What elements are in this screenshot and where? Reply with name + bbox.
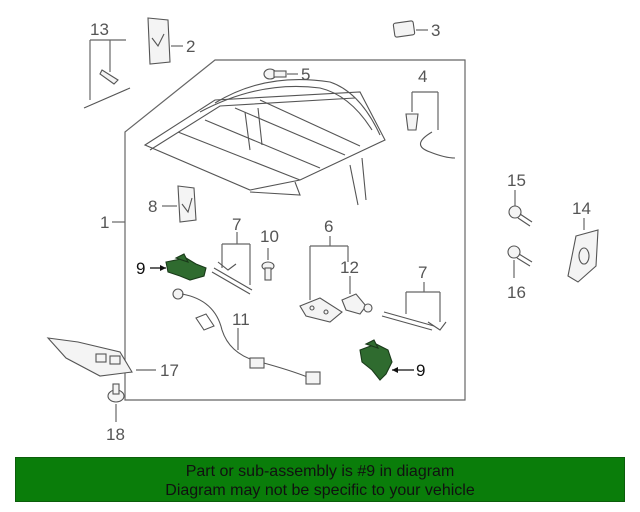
callout-6: 6 <box>324 217 333 236</box>
callout-3: 3 <box>431 21 440 40</box>
part-5-screw <box>263 68 298 80</box>
assembly-outline <box>124 59 466 401</box>
part-9-left-hinge <box>150 253 207 281</box>
callout-12: 12 <box>340 258 359 277</box>
callout-9-right: 9 <box>416 361 425 380</box>
callout-16: 16 <box>507 283 526 302</box>
exploded-parts-diagram: 2 3 4 5 13 1 8 <box>46 17 599 444</box>
part-6-bracket <box>299 236 349 323</box>
info-banner: Part or sub-assembly is #9 in diagram Di… <box>15 457 625 502</box>
callout-10: 10 <box>260 227 279 246</box>
part-2-pouch <box>147 17 183 65</box>
part-10-screw <box>261 248 275 281</box>
part-13-rod <box>83 39 131 109</box>
callout-9-left: 9 <box>136 259 145 278</box>
callout-17: 17 <box>160 361 179 380</box>
part-12-clip <box>341 276 373 315</box>
part-8-pouch <box>162 185 197 223</box>
banner-line-1: Part or sub-assembly is #9 in diagram <box>185 463 455 480</box>
part-17-bracket <box>46 337 156 377</box>
part-7-left-rod <box>211 232 253 295</box>
part-4-cable <box>405 91 456 159</box>
callout-8: 8 <box>148 197 157 216</box>
part-16-bolt <box>507 245 533 278</box>
part-14-trim <box>567 218 599 283</box>
part-18-bolt <box>107 383 125 422</box>
banner-line-2: Diagram may not be specific to your vehi… <box>165 482 475 499</box>
part-9-right-hinge <box>359 339 414 381</box>
callout-11: 11 <box>232 310 250 329</box>
callout-2: 2 <box>186 37 195 56</box>
callout-7-left: 7 <box>232 215 241 234</box>
callout-7-right: 7 <box>418 263 427 282</box>
callout-14: 14 <box>572 199 591 218</box>
part-15-bolt <box>508 190 533 227</box>
callout-15: 15 <box>507 171 526 190</box>
callout-18: 18 <box>106 425 125 444</box>
part-3-plate <box>392 20 428 38</box>
convertible-top-frame <box>143 79 386 206</box>
callout-5: 5 <box>301 65 310 84</box>
callout-4: 4 <box>418 67 427 86</box>
callout-13: 13 <box>90 20 109 39</box>
part-7-right-rod <box>381 282 447 331</box>
part-11-harness <box>172 288 321 385</box>
callout-1: 1 <box>100 213 109 232</box>
